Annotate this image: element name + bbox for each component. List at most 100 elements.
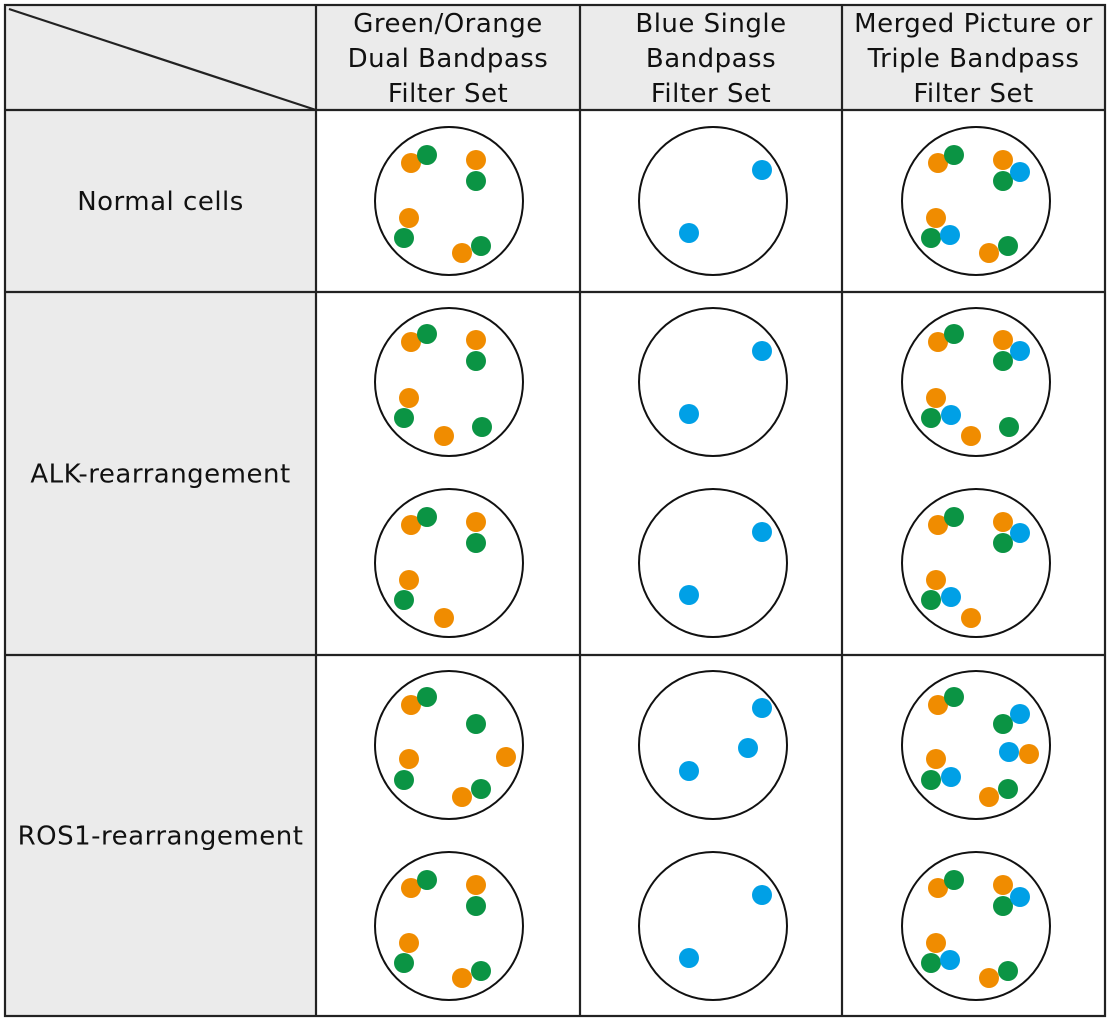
column-header-line: Dual Bandpass: [348, 44, 549, 74]
blue-signal-dot: [752, 341, 772, 361]
green-signal-dot: [466, 896, 486, 916]
orange-signal-dot: [399, 749, 419, 769]
green-signal-dot: [993, 171, 1013, 191]
blue-signal-dot: [679, 585, 699, 605]
orange-signal-dot: [993, 875, 1013, 895]
orange-signal-dot: [979, 243, 999, 263]
green-signal-dot: [944, 507, 964, 527]
green-signal-dot: [417, 507, 437, 527]
green-signal-dot: [417, 324, 437, 344]
column-header-line: Triple Bandpass: [867, 44, 1080, 74]
orange-signal-dot: [928, 515, 948, 535]
green-signal-dot: [394, 590, 414, 610]
cell-outline: [374, 851, 524, 1001]
blue-signal-dot: [940, 225, 960, 245]
blue-signal-dot: [941, 587, 961, 607]
orange-signal-dot: [926, 933, 946, 953]
cell-outline: [638, 488, 788, 638]
blue-signal-dot: [752, 885, 772, 905]
orange-signal-dot: [434, 608, 454, 628]
orange-signal-dot: [993, 330, 1013, 350]
orange-signal-dot: [399, 208, 419, 228]
blue-signal-dot: [738, 738, 758, 758]
orange-signal-dot: [399, 933, 419, 953]
column-header-line: Green/Orange: [353, 9, 543, 39]
green-signal-dot: [921, 228, 941, 248]
green-signal-dot: [998, 779, 1018, 799]
row-label: ALK-rearrangement: [30, 460, 290, 490]
green-signal-dot: [466, 351, 486, 371]
green-signal-dot: [999, 417, 1019, 437]
cell-outline: [638, 126, 788, 276]
cell-outline: [638, 307, 788, 457]
green-signal-dot: [993, 533, 1013, 553]
column-header-line: Filter Set: [388, 79, 508, 109]
row-label: Normal cells: [77, 187, 244, 217]
green-signal-dot: [993, 714, 1013, 734]
orange-signal-dot: [928, 332, 948, 352]
orange-signal-dot: [961, 426, 981, 446]
cell-outline: [638, 670, 788, 820]
blue-signal-dot: [679, 948, 699, 968]
blue-signal-dot: [1010, 523, 1030, 543]
blue-signal-dot: [1010, 704, 1030, 724]
header-row-bg: [5, 5, 1105, 110]
green-signal-dot: [417, 687, 437, 707]
orange-signal-dot: [961, 608, 981, 628]
orange-signal-dot: [926, 388, 946, 408]
green-signal-dot: [471, 236, 491, 256]
orange-signal-dot: [993, 150, 1013, 170]
green-signal-dot: [998, 961, 1018, 981]
label-column-bg: [5, 110, 316, 1016]
green-signal-dot: [466, 714, 486, 734]
orange-signal-dot: [466, 512, 486, 532]
green-signal-dot: [471, 779, 491, 799]
table-border: [3, 3, 1107, 1018]
green-signal-dot: [944, 870, 964, 890]
green-signal-dot: [921, 590, 941, 610]
cell-outline: [374, 126, 524, 276]
column-header-line: Filter Set: [651, 79, 771, 109]
green-signal-dot: [921, 953, 941, 973]
column-header-line: Filter Set: [913, 79, 1033, 109]
green-signal-dot: [471, 961, 491, 981]
orange-signal-dot: [928, 153, 948, 173]
blue-signal-dot: [679, 761, 699, 781]
orange-signal-dot: [452, 787, 472, 807]
orange-signal-dot: [979, 968, 999, 988]
blue-signal-dot: [1010, 162, 1030, 182]
green-signal-dot: [394, 408, 414, 428]
corner-diagonal: [8, 7, 317, 112]
orange-signal-dot: [926, 570, 946, 590]
blue-signal-dot: [752, 698, 772, 718]
cell-outline: [901, 851, 1051, 1001]
orange-signal-dot: [928, 878, 948, 898]
cell-outline: [638, 851, 788, 1001]
orange-signal-dot: [399, 570, 419, 590]
blue-signal-dot: [752, 522, 772, 542]
column-header-line: Bandpass: [646, 44, 776, 74]
blue-signal-dot: [999, 742, 1019, 762]
green-signal-dot: [466, 171, 486, 191]
green-signal-dot: [417, 870, 437, 890]
green-signal-dot: [921, 770, 941, 790]
blue-signal-dot: [679, 404, 699, 424]
green-signal-dot: [998, 236, 1018, 256]
blue-signal-dot: [1010, 341, 1030, 361]
green-signal-dot: [394, 228, 414, 248]
orange-signal-dot: [926, 208, 946, 228]
orange-signal-dot: [466, 150, 486, 170]
orange-signal-dot: [496, 747, 516, 767]
orange-signal-dot: [452, 968, 472, 988]
cell-outline: [374, 670, 524, 820]
orange-signal-dot: [401, 515, 421, 535]
column-header-line: Blue Single: [635, 9, 786, 39]
green-signal-dot: [472, 417, 492, 437]
green-signal-dot: [394, 953, 414, 973]
green-signal-dot: [993, 896, 1013, 916]
blue-signal-dot: [941, 405, 961, 425]
blue-signal-dot: [752, 160, 772, 180]
column-header-line: Merged Picture or: [854, 9, 1093, 39]
orange-signal-dot: [452, 243, 472, 263]
